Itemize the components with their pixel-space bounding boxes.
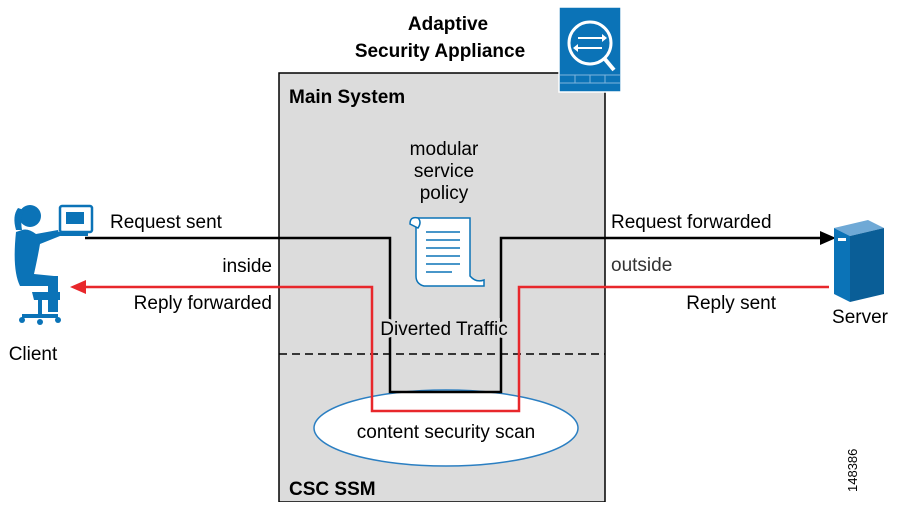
server-icon	[834, 220, 884, 302]
request-sent-label: Request sent	[110, 212, 223, 233]
policy-label-line2: service	[414, 161, 474, 182]
appliance-title-line2: Security Appliance	[355, 41, 525, 62]
appliance-title-line1: Adaptive	[408, 14, 488, 35]
reply-sent-label: Reply sent	[686, 293, 776, 314]
request-path	[85, 236, 822, 394]
reply-forwarded-label: Reply forwarded	[134, 293, 272, 314]
policy-label-line3: policy	[420, 183, 469, 204]
client-user-icon	[14, 204, 94, 325]
content-scan-label: content security scan	[357, 422, 535, 443]
content-scan-ellipse	[313, 389, 579, 467]
client-label: Client	[9, 344, 58, 365]
main-system-label: Main System	[289, 87, 405, 108]
document-scroll-icon	[409, 216, 485, 287]
diverted-traffic-label: Diverted Traffic	[380, 319, 507, 340]
request-forwarded-label: Request forwarded	[611, 212, 772, 233]
inside-label: inside	[222, 256, 272, 277]
firewall-icon	[558, 6, 622, 93]
outside-label: outside	[611, 255, 672, 276]
reply-path	[84, 285, 829, 413]
policy-label-line1: modular	[410, 139, 479, 160]
csc-ssm-label: CSC SSM	[289, 479, 376, 500]
server-label: Server	[832, 307, 889, 328]
request-arrowhead	[820, 231, 836, 245]
reply-arrowhead	[70, 280, 86, 294]
figure-id: 148386	[845, 449, 860, 492]
